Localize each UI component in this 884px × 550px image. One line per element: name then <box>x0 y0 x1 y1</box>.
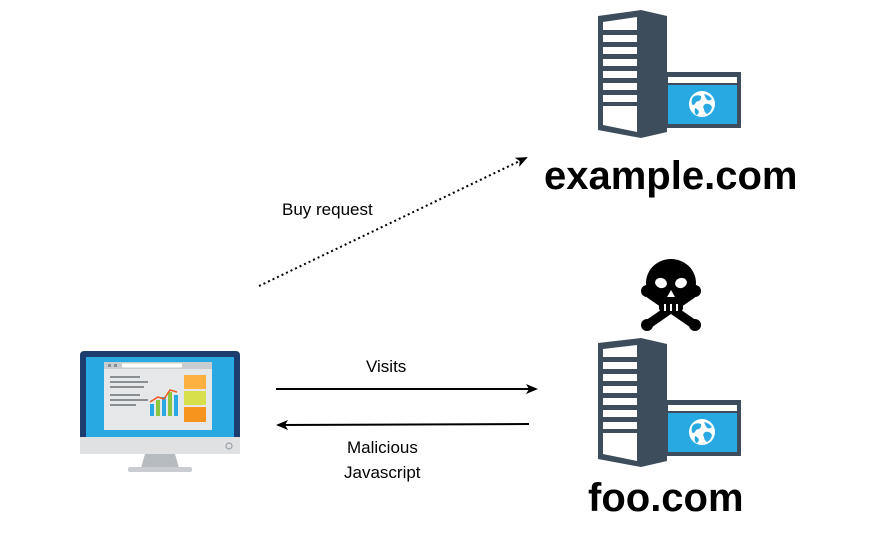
server-foo-com: foo.com <box>588 338 744 520</box>
edge-malicious-javascript: Malicious Javascript <box>276 419 530 482</box>
desktop-computer-icon <box>80 351 240 472</box>
server-icon <box>598 10 667 138</box>
edge-label-malicious-line2: Javascript <box>344 463 421 482</box>
edge-label-buy-request: Buy request <box>282 200 373 219</box>
buy-request-arrow <box>258 157 528 287</box>
edge-label-malicious-line1: Malicious <box>347 438 418 457</box>
globe-icon <box>689 419 715 445</box>
malicious-javascript-arrow <box>276 419 530 430</box>
server-icon <box>598 338 667 467</box>
server-label-example-com: example.com <box>544 154 797 198</box>
skull-crossbones-icon <box>641 259 701 331</box>
edge-visits: Visits <box>276 357 538 394</box>
edge-label-visits: Visits <box>366 357 406 376</box>
server-example-com: example.com <box>544 10 797 198</box>
browser-window-icon <box>664 72 741 128</box>
server-label-foo-com: foo.com <box>588 476 744 520</box>
edge-buy-request: Buy request <box>258 157 528 287</box>
browser-window-icon <box>664 400 741 456</box>
globe-icon <box>689 91 715 117</box>
